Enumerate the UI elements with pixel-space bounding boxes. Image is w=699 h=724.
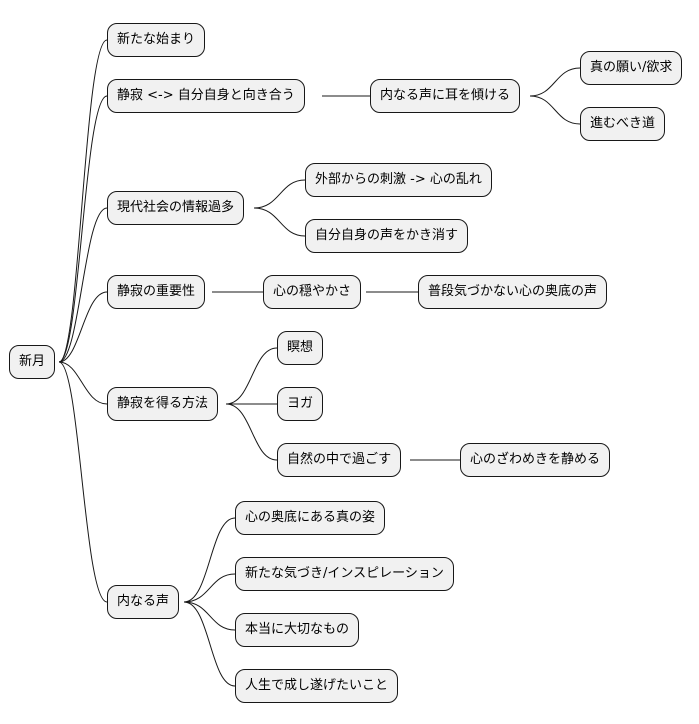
node-calm-the-mind[interactable]: 心のざわめきを静める xyxy=(460,443,611,477)
node-meditation[interactable]: 瞑想 xyxy=(277,331,324,365)
node-true-desire[interactable]: 真の願い/欲求 xyxy=(580,51,683,85)
node-deep-heart-voice[interactable]: 普段気づかない心の奥底の声 xyxy=(418,275,608,309)
node-true-self[interactable]: 心の奥底にある真の姿 xyxy=(235,501,386,535)
node-listen-inner-voice[interactable]: 内なる声に耳を傾ける xyxy=(370,79,521,113)
branch-node-new-beginning[interactable]: 新たな始まり xyxy=(107,23,206,57)
branch-node-inner-voice[interactable]: 内なる声 xyxy=(107,585,180,619)
node-what-matters[interactable]: 本当に大切なもの xyxy=(235,613,360,647)
node-new-insight[interactable]: 新たな気づき/インスピレーション xyxy=(235,557,454,591)
branch-node-importance-of-silence[interactable]: 静寂の重要性 xyxy=(107,275,206,309)
node-yoga[interactable]: ヨガ xyxy=(277,387,324,421)
branch-node-ways-to-silence[interactable]: 静寂を得る方法 xyxy=(107,387,219,421)
node-time-in-nature[interactable]: 自然の中で過ごす xyxy=(277,443,402,477)
node-drown-own-voice[interactable]: 自分自身の声をかき消す xyxy=(305,219,469,253)
branch-node-information-overload[interactable]: 現代社会の情報過多 xyxy=(107,191,245,225)
node-life-goals[interactable]: 人生で成し遂げたいこと xyxy=(235,669,399,703)
branch-node-silence-self[interactable]: 静寂 <-> 自分自身と向き合う xyxy=(107,79,305,113)
node-peace-of-mind[interactable]: 心の穏やかさ xyxy=(263,275,362,309)
root-node[interactable]: 新月 xyxy=(9,345,56,379)
node-external-stimulus[interactable]: 外部からの刺激 -> 心の乱れ xyxy=(305,163,492,197)
node-path-forward[interactable]: 進むべき道 xyxy=(580,107,666,141)
